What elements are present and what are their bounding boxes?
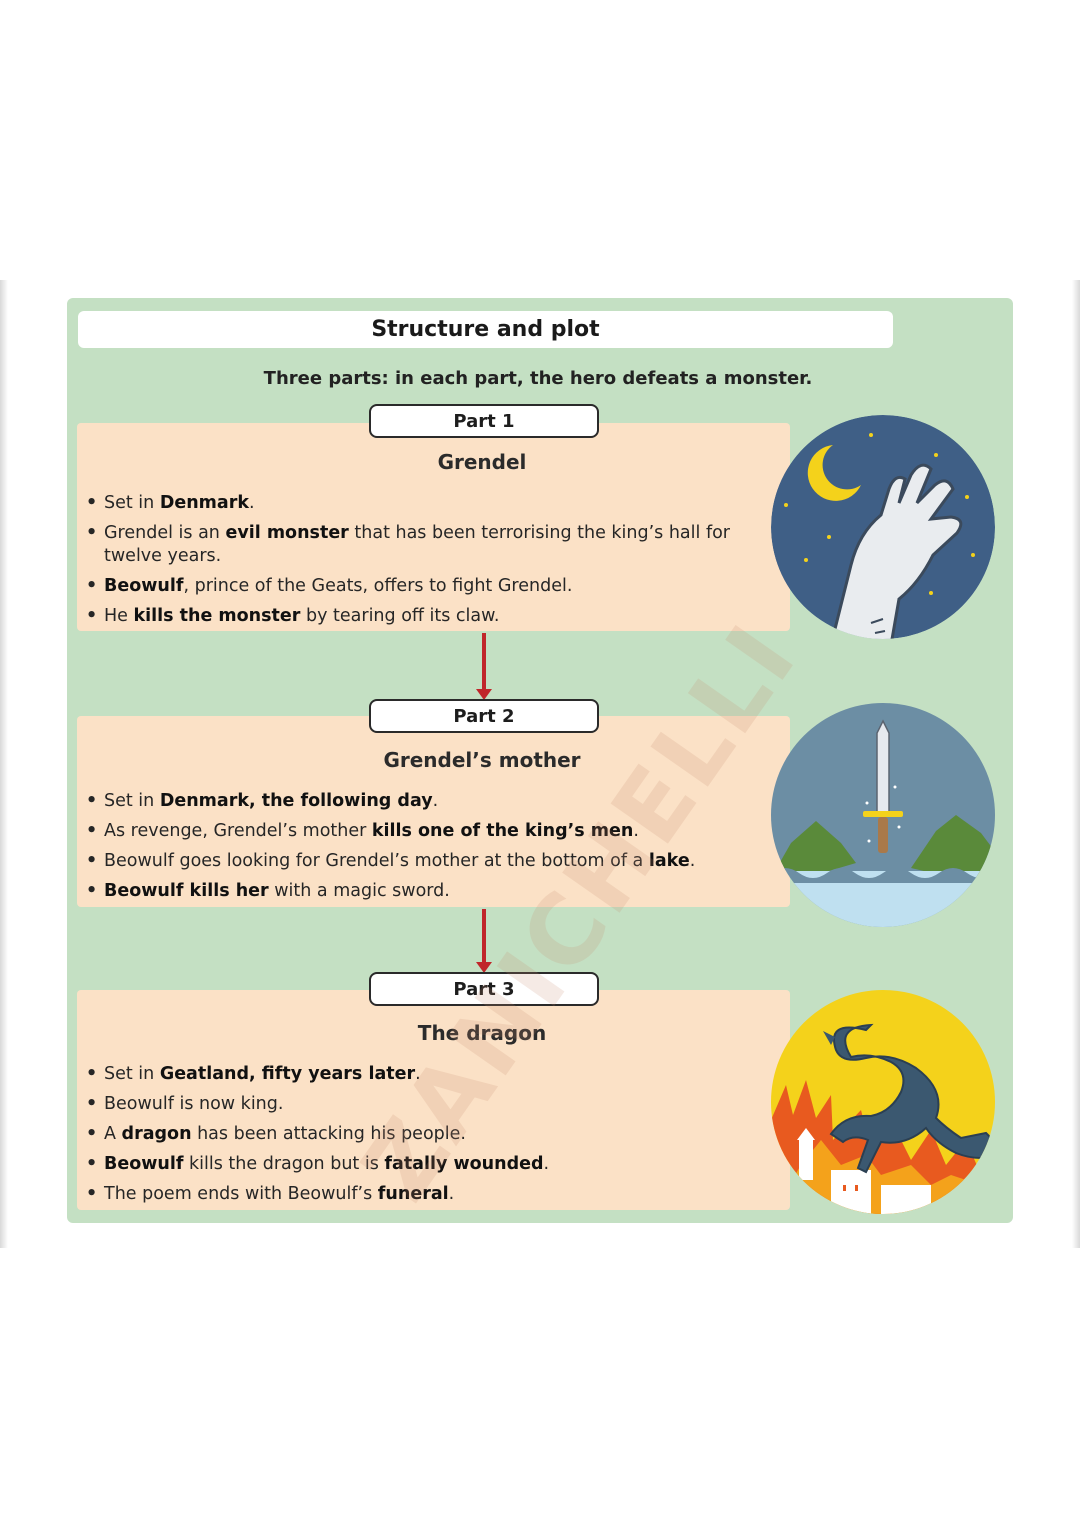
text-run: As revenge, Grendel’s mother	[104, 821, 372, 841]
text-run: Beowulf is now king.	[104, 1094, 284, 1114]
bullet-item: As revenge, Grendel’s mother kills one o…	[86, 820, 746, 843]
part-3-bullets: Set in Geatland, fifty years later.Beowu…	[86, 1063, 746, 1213]
part-1-bullets: Set in Denmark. Grendel is an evil monste…	[86, 492, 746, 635]
bullet-item: Beowulf, prince of the Geats, offers to …	[86, 575, 746, 598]
text-run: , prince of the Geats, offers to fight G…	[183, 576, 573, 596]
bullet-item: The poem ends with Beowulf’s funeral.	[86, 1183, 746, 1206]
text-run: .	[448, 1184, 455, 1204]
text-run: that has been terrorising the king’s hal…	[104, 523, 730, 566]
text-run: Set in	[104, 791, 160, 811]
bullet-item: He kills the monster by tearing off its …	[86, 605, 746, 628]
bold-text: Beowulf	[104, 1154, 184, 1174]
part-2-bullets: Set in Denmark, the following day.As rev…	[86, 790, 746, 910]
text-run: .	[415, 1064, 421, 1084]
text-run: Grendel is an	[104, 523, 226, 543]
part-3-label: Part 3	[369, 972, 599, 1006]
intro-text: Three parts: in each part, the hero defe…	[263, 368, 813, 389]
bold-text: kills one of the king’s men	[371, 821, 634, 841]
bold-text: fatally wounded	[384, 1154, 544, 1174]
arrow-part1-to-part2	[482, 633, 486, 691]
bullet-item: Grendel is an evil monster that has been…	[86, 522, 746, 568]
text-run: A	[104, 1124, 122, 1144]
bold-text: Denmark	[159, 493, 249, 513]
text-run: kills the dragon but is	[183, 1154, 385, 1174]
text-run: Set in	[104, 493, 160, 513]
text-run: Set in	[104, 1064, 160, 1084]
bullet-item: Beowulf is now king.	[86, 1093, 746, 1116]
bold-text: funeral	[377, 1184, 449, 1204]
bold-text: lake	[648, 851, 690, 871]
bold-text: Geatland, fifty years later	[159, 1064, 416, 1084]
text-run: He	[104, 606, 134, 626]
bullet-item: Beowulf kills the dragon but is fatally …	[86, 1153, 746, 1176]
part-3-heading: The dragon	[417, 1021, 547, 1045]
text-run: The poem ends with Beowulf’s	[104, 1184, 378, 1204]
arrow-part2-to-part3	[482, 909, 486, 964]
bold-text: evil monster	[225, 523, 349, 543]
bold-text: Beowulf kills her	[104, 881, 269, 901]
part-2-heading: Grendel’s mother	[383, 748, 581, 772]
text-run: with a magic sword.	[268, 881, 450, 901]
bullet-item: Set in Geatland, fifty years later.	[86, 1063, 746, 1086]
text-run: .	[432, 791, 439, 811]
arrow-head-2	[476, 962, 492, 973]
bullet-item: Set in Denmark, the following day.	[86, 790, 746, 813]
text-run: has been attacking his people.	[191, 1124, 466, 1144]
bold-text: Denmark, the following day	[159, 791, 433, 811]
bold-text: Beowulf	[104, 576, 184, 596]
bullet-item: Beowulf kills her with a magic sword.	[86, 880, 746, 903]
bullet-item: A dragon has been attacking his people.	[86, 1123, 746, 1146]
text-run: .	[543, 1154, 550, 1174]
bold-text: dragon	[121, 1124, 192, 1144]
sword-lake-icon	[771, 703, 995, 927]
dragon-fire-icon	[771, 990, 995, 1214]
page-edge-left	[0, 280, 8, 1248]
page-edge-right	[1072, 280, 1080, 1248]
text-run: Beowulf goes looking for Grendel’s mothe…	[104, 851, 649, 871]
text-run: .	[633, 821, 639, 841]
text-run: .	[689, 851, 696, 871]
text-run: by tearing off its claw.	[300, 606, 500, 626]
text-run: .	[249, 493, 255, 513]
page-title: Structure and plot	[78, 311, 893, 348]
arrow-head-1	[476, 689, 492, 700]
part-1-label: Part 1	[369, 404, 599, 438]
bold-text: kills the monster	[133, 606, 301, 626]
moon-night-claw-icon	[771, 415, 995, 639]
part-1-heading: Grendel	[437, 450, 527, 474]
part-2-label: Part 2	[369, 699, 599, 733]
bullet-item: Beowulf goes looking for Grendel’s mothe…	[86, 850, 746, 873]
bullet-item: Set in Denmark.	[86, 492, 746, 515]
